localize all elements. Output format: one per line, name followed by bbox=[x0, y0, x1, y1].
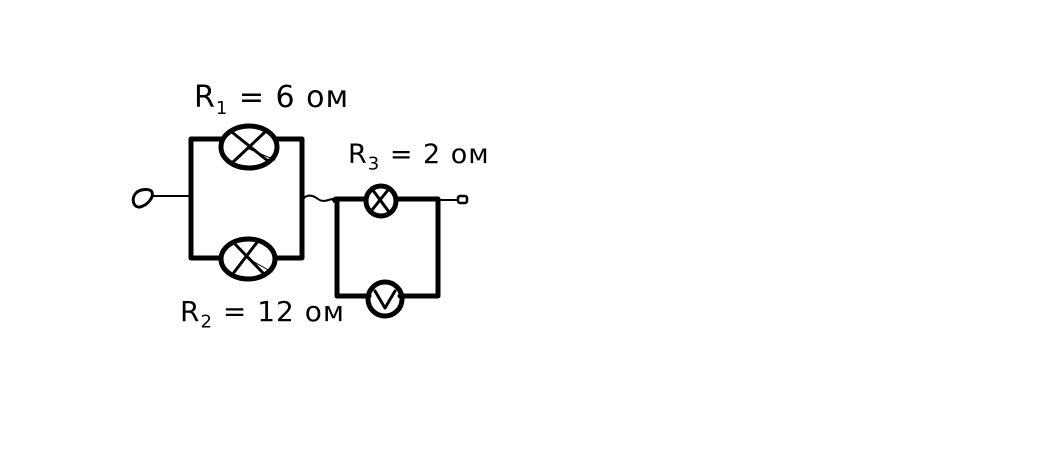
label-r1-symbol: R bbox=[194, 80, 216, 115]
voltmeter-icon bbox=[365, 279, 405, 319]
label-r1-index: 1 bbox=[215, 98, 229, 119]
label-r1-value: = 6 ом bbox=[238, 80, 350, 115]
label-r2-index: 2 bbox=[200, 311, 213, 333]
label-r2-symbol: R bbox=[180, 295, 201, 328]
wire-connector bbox=[302, 194, 339, 202]
wire-parallel-block bbox=[188, 136, 305, 261]
wire-r3-loop bbox=[333, 196, 441, 299]
terminal-left bbox=[131, 188, 154, 209]
label-r3-symbol: R bbox=[348, 139, 368, 170]
lamp-r3-icon bbox=[363, 183, 399, 219]
label-r3: R3 = 2 ом bbox=[348, 141, 490, 173]
lamp-r2-icon bbox=[218, 236, 278, 282]
label-r1: R1 = 6 ом bbox=[194, 83, 349, 118]
terminal-right bbox=[456, 194, 469, 205]
lamp-r1-icon bbox=[218, 123, 280, 171]
label-r3-value: = 2 ом bbox=[389, 139, 490, 170]
label-r2-value: = 12 ом bbox=[222, 295, 345, 328]
label-r2: R2 = 12 ом bbox=[180, 298, 345, 332]
label-r3-index: 3 bbox=[367, 153, 381, 175]
